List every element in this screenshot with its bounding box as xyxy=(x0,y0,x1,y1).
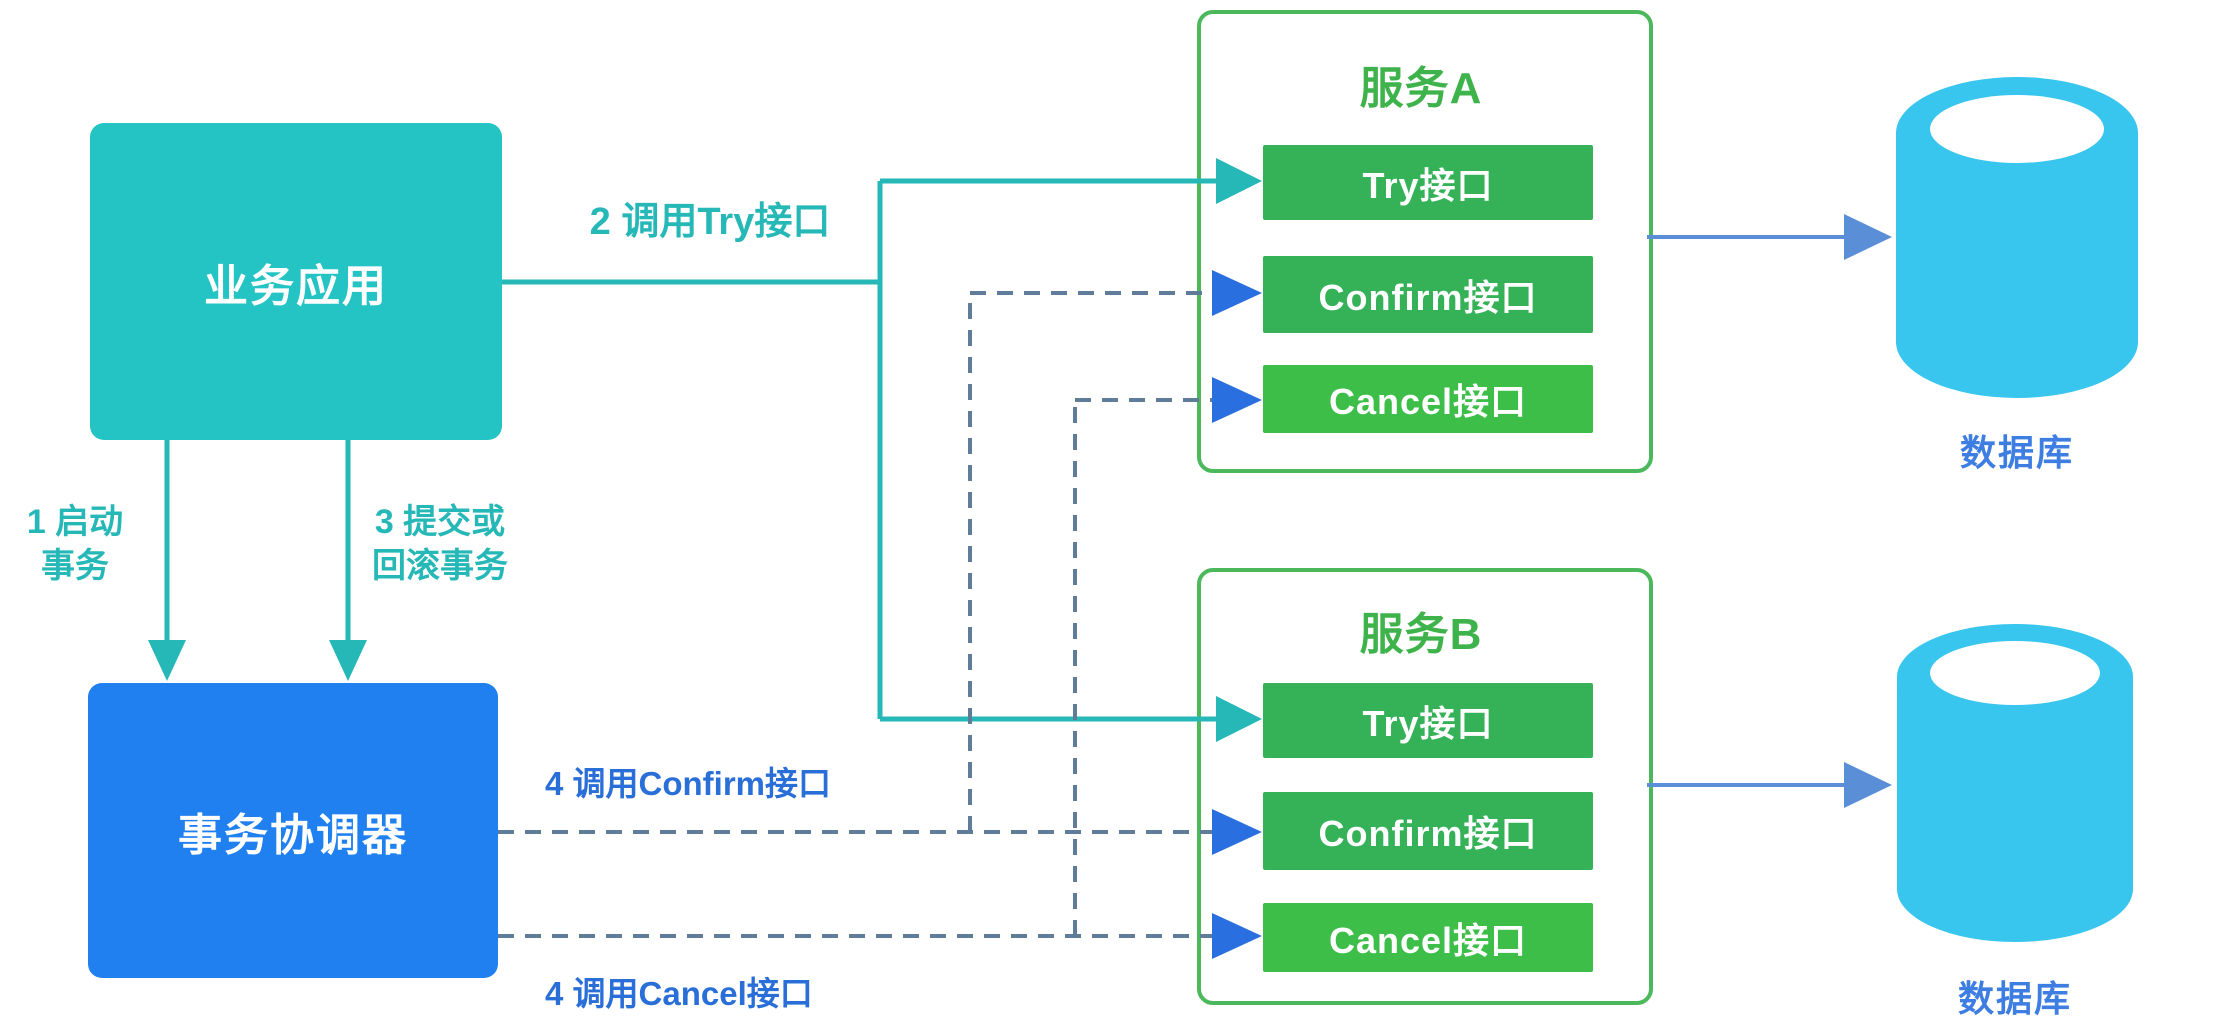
service-a-title: 服务A xyxy=(1359,64,1483,113)
try-a-arrowhead-icon xyxy=(1216,158,1262,204)
confirm-b-arrowhead-icon xyxy=(1212,809,1262,855)
database-a-icon xyxy=(1896,77,2138,398)
transaction-coordinator-node: 事务协调器 xyxy=(88,683,498,978)
edge-call-try xyxy=(502,158,1262,742)
start-transaction-label-line2: 事务 xyxy=(41,547,109,585)
service-a-try-label: Try接口 xyxy=(1362,164,1494,206)
edge-call-cancel xyxy=(498,377,1262,959)
edge-label-call-cancel: 4 调用Cancel接口 xyxy=(545,975,813,1012)
edge-service-a-database xyxy=(1647,214,1892,260)
commit-rollback-label-line2: 回滚事务 xyxy=(372,547,508,585)
edge-service-b-database xyxy=(1647,762,1892,808)
try-b-arrowhead-icon xyxy=(1216,696,1262,742)
service-b-try-label: Try接口 xyxy=(1362,702,1494,744)
service-a-confirm-label: Confirm接口 xyxy=(1318,276,1538,318)
service-b-try-interface: Try接口 xyxy=(1263,683,1593,758)
start-transaction-arrowhead-icon xyxy=(148,640,186,681)
service-b-confirm-interface: Confirm接口 xyxy=(1263,792,1593,870)
edge-label-call-confirm: 4 调用Confirm接口 xyxy=(545,765,832,802)
service-b-cancel-label: Cancel接口 xyxy=(1328,919,1528,961)
edge-commit-rollback xyxy=(329,440,367,681)
service-b-cancel-interface: Cancel接口 xyxy=(1263,903,1593,972)
edge-call-confirm xyxy=(498,270,1262,855)
cancel-a-arrowhead-icon xyxy=(1212,377,1262,423)
business-app-node: 业务应用 xyxy=(90,123,502,440)
cancel-b-arrowhead-icon xyxy=(1212,913,1262,959)
edge-label-call-try: 2 调用Try接口 xyxy=(589,201,831,243)
edge-label-commit-rollback: 3 提交或 回滚事务 xyxy=(366,500,514,588)
db-b-arrowhead-icon xyxy=(1844,762,1892,808)
database-b-label: 数据库 xyxy=(1957,978,2072,1019)
service-a-confirm-interface: Confirm接口 xyxy=(1263,256,1593,333)
database-b-icon xyxy=(1897,624,2133,942)
start-transaction-label-line1: 1 启动 xyxy=(26,503,124,541)
service-a-try-interface: Try接口 xyxy=(1263,145,1593,220)
service-b-confirm-label: Confirm接口 xyxy=(1318,813,1538,854)
service-a-cancel-interface: Cancel接口 xyxy=(1263,365,1593,433)
db-a-arrowhead-icon xyxy=(1844,214,1892,260)
business-app-label: 业务应用 xyxy=(204,261,388,311)
service-a-cancel-label: Cancel接口 xyxy=(1328,381,1528,422)
commit-rollback-arrowhead-icon xyxy=(329,640,367,681)
service-b-title: 服务B xyxy=(1359,610,1483,659)
transaction-coordinator-label: 事务协调器 xyxy=(178,810,408,860)
confirm-a-arrowhead-icon xyxy=(1212,270,1262,316)
commit-rollback-label-line1: 3 提交或 xyxy=(374,503,506,541)
database-a-label: 数据库 xyxy=(1959,432,2074,473)
edge-label-start-transaction: 1 启动 事务 xyxy=(0,500,150,588)
edge-start-transaction xyxy=(148,440,186,681)
